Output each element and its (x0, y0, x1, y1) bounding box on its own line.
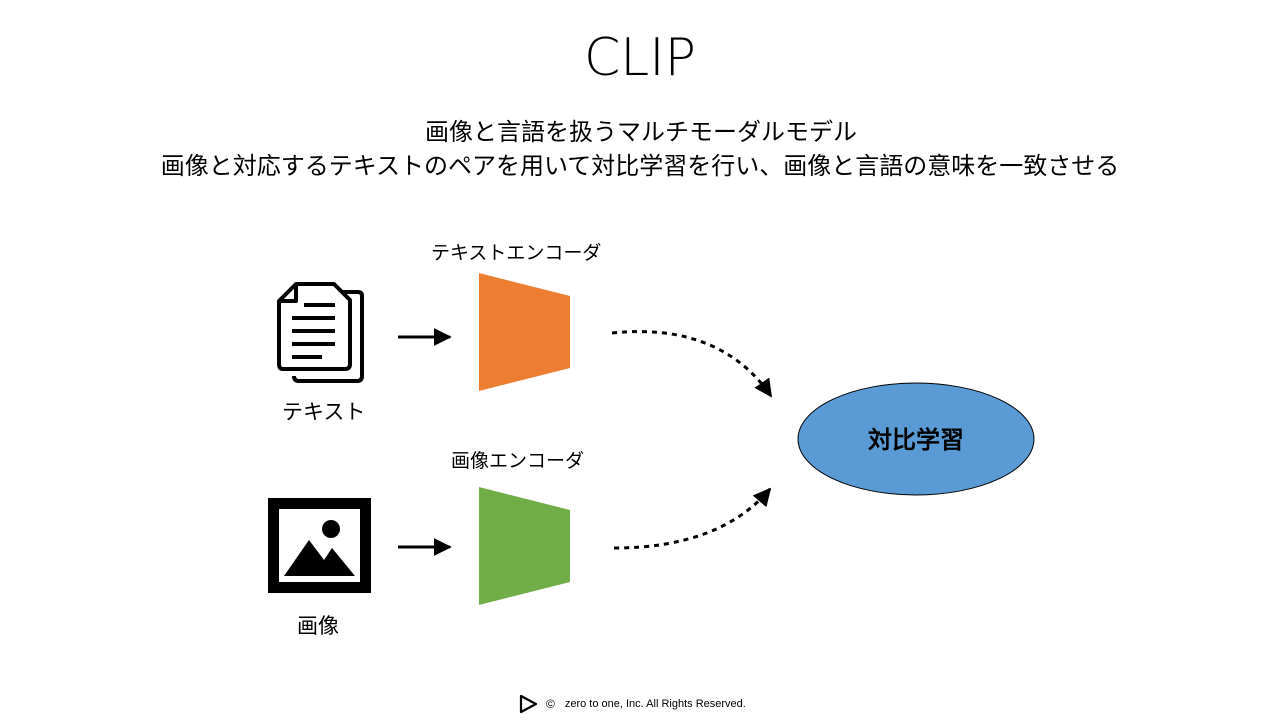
text-encoder-shape (479, 273, 570, 391)
document-icon (277, 282, 364, 383)
text-embedding-arrow (611, 330, 773, 398)
image-encoder-label: 画像エンコーダ (451, 450, 585, 472)
contrastive-learning-label: 対比学習 (868, 426, 964, 454)
image-input-label: 画像 (297, 614, 339, 638)
image-embedding-arrow (613, 487, 772, 550)
footer: © zero to one, Inc. All Rights Reserved. (518, 692, 746, 716)
subtitle-line-1: 画像と言語を扱うマルチモーダルモデル (425, 118, 857, 146)
play-logo-icon (519, 694, 538, 714)
slide-title: CLIP (584, 28, 696, 88)
image-icon (268, 498, 371, 593)
image-encoder-shape (479, 487, 570, 605)
text-encoder-label: テキストエンコーダ (431, 242, 602, 264)
text-input-label: テキスト (282, 400, 366, 424)
copyright-text: zero to one, Inc. All Rights Reserved. (564, 698, 746, 710)
copyright-symbol: © (546, 697, 555, 711)
subtitle-line-2: 画像と対応するテキストのペアを用いて対比学習を行い、画像と言語の意味を一致させる (160, 152, 1120, 180)
contrastive-learning-node (797, 382, 1035, 496)
